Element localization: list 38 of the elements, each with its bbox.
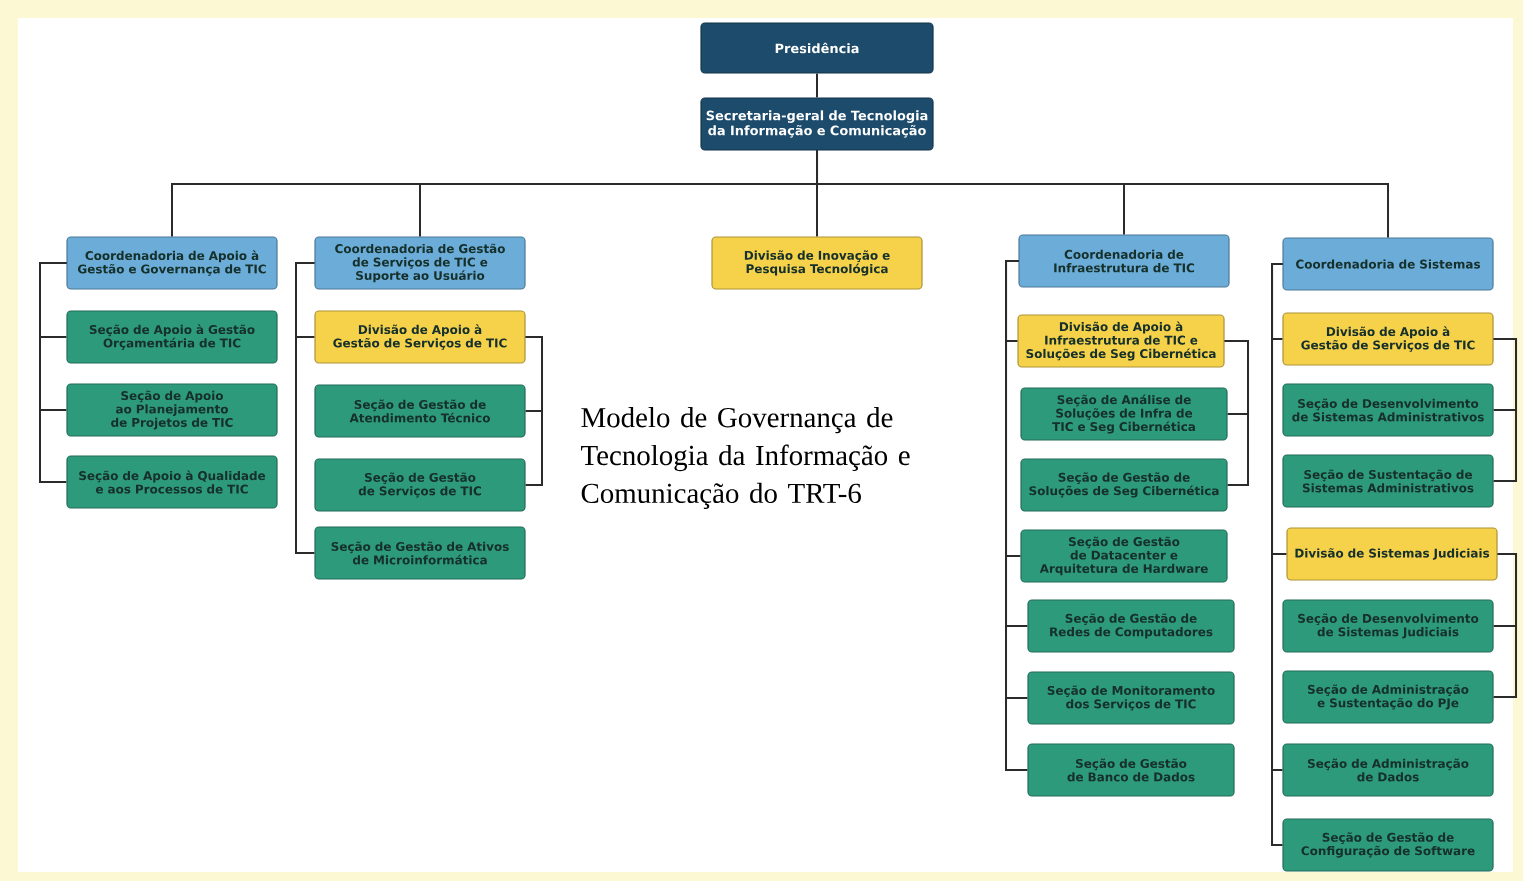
connector-line [816, 149, 1389, 239]
unit-box: Seção de Apoio à Gestão Orçamentária de TIC [66, 310, 278, 364]
connector-line [39, 262, 68, 483]
unit-box: Coordenadoria de Infraestrutura de TIC [1018, 234, 1230, 288]
unit-box: Divisão de Inovação e Pesquisa Tecnológica [711, 236, 923, 290]
unit-box: Seção de Gestão de Serviços de TIC [314, 458, 526, 512]
unit-box: Divisão de Apoio à Gestão de Serviços de TIC [314, 310, 526, 364]
connector-line [524, 336, 543, 486]
unit-box: Seção de Administração de Dados [1282, 743, 1494, 797]
unit-box: Seção de Gestão de Ativos de Microinformática [314, 526, 526, 580]
connector-line [1492, 338, 1517, 482]
unit-box: Seção de Gestão de Soluções de Seg Cibernética [1020, 458, 1228, 512]
unit-box: Seção de Monitoramento dos Serviços de TIC [1027, 671, 1235, 725]
unit-box: Seção de Gestão de Redes de Computadores [1027, 599, 1235, 653]
unit-box: Seção de Sustentação de Sistemas Administrativos [1282, 454, 1494, 508]
unit-box: Secretaria-geral de Tecnologia da Informação e Comunicação [700, 97, 934, 151]
unit-box: Seção de Desenvolvimento de Sistemas Judiciais [1282, 599, 1494, 653]
connector-line [816, 72, 818, 99]
unit-box: Coordenadoria de Gestão de Serviços de TIC e Suporte ao Usuário [314, 236, 526, 290]
unit-box: Seção de Análise de Soluções de Infra de TIC e Seg Cibernética [1020, 387, 1228, 441]
unit-box: Coordenadoria de Sistemas [1282, 237, 1494, 291]
unit-box: Seção de Gestão de Configuração de Software [1282, 818, 1494, 872]
unit-box: Seção de Administração e Sustentação do PJe [1282, 670, 1494, 724]
unit-box: Coordenadoria de Apoio à Gestão e Governança de TIC [66, 236, 278, 290]
connector-line [1492, 553, 1517, 698]
title-text: Modelo de Governança de Tecnologia da Informação e Comunicação do TRT-6 [581, 407, 910, 509]
unit-box: Presidência [700, 22, 934, 74]
unit-box: Divisão de Sistemas Judiciais [1286, 527, 1498, 581]
unit-box: Divisão de Apoio à Infraestrutura de TIC e Soluções de Seg Cibernética [1017, 314, 1225, 368]
unit-box: Divisão de Apoio à Gestão de Serviços de TIC [1282, 312, 1494, 366]
unit-box: Seção de Apoio ao Planejamento de Projetos de TIC [66, 383, 278, 437]
unit-box: Seção de Apoio à Qualidade e aos Processos de TIC [66, 455, 278, 509]
unit-box: Seção de Gestão de Atendimento Técnico [314, 384, 526, 438]
unit-box: Seção de Desenvolvimento de Sistemas Administrativos [1282, 383, 1494, 437]
connector-line [1223, 340, 1249, 486]
connector-line [295, 262, 316, 554]
unit-box: Seção de Gestão de Banco de Dados [1027, 743, 1235, 797]
unit-box: Seção de Gestão de Datacenter e Arquitetura de Hardware [1020, 529, 1228, 583]
